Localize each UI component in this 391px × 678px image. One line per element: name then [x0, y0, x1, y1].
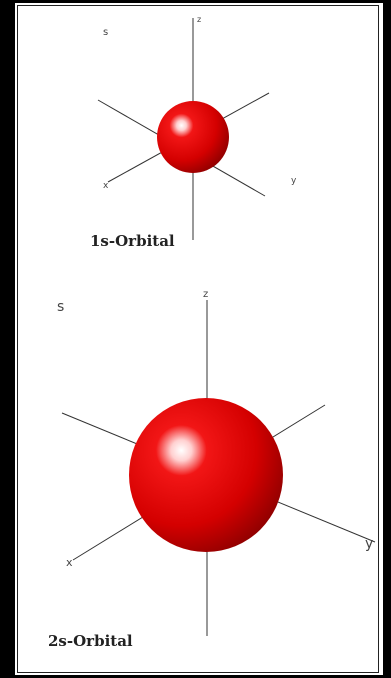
x-label-2s: x: [66, 556, 73, 569]
x-label-1s: x: [103, 181, 109, 191]
orbital-2s: s z x y: [57, 289, 375, 636]
caption-1s: 1s-Orbital: [90, 232, 175, 250]
y-label-2s: y: [365, 536, 373, 552]
y-label-1s: y: [291, 176, 297, 186]
z-label-1s: z: [197, 15, 201, 24]
corner-label-1s: s: [103, 27, 108, 38]
orbital-1s: s z x y: [98, 15, 297, 240]
z-label-2s: z: [203, 289, 208, 300]
corner-label-2s: s: [57, 299, 64, 315]
sphere-1s: [157, 101, 229, 173]
caption-2s: 2s-Orbital: [48, 632, 133, 650]
sphere-2s: [129, 398, 283, 552]
